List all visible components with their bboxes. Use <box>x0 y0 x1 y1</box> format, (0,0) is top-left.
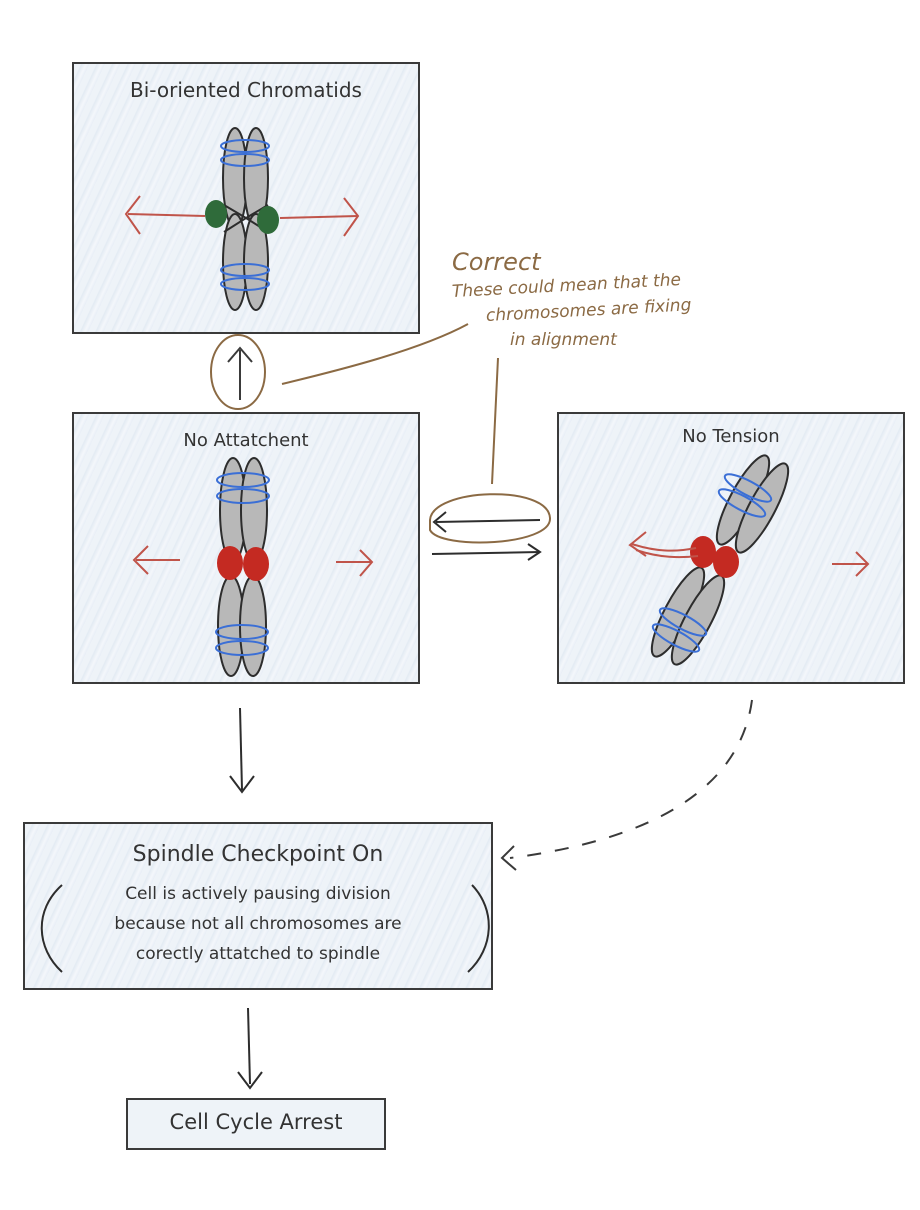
checkpoint-line-3: corectly attatched to spindle <box>135 944 381 964</box>
pull-arrow-right-no-tension <box>832 551 870 577</box>
dashed-arrow-head <box>500 845 517 871</box>
panel-title-no-tension: No Tension <box>682 426 780 447</box>
pull-arrow-right-no-attachment <box>336 549 374 577</box>
bi-oriented-chromosome <box>222 127 269 311</box>
kinetochore-attached-left <box>205 200 227 228</box>
checkpoint-title: Spindle Checkpoint On <box>132 842 384 867</box>
panel-title-bi-oriented: Bi-oriented Chromatids <box>130 78 362 102</box>
kinetochore-unattached-left <box>217 546 243 580</box>
annotation-line-3: in alignment <box>510 330 617 350</box>
kinetochore-unattached-right <box>243 547 269 581</box>
pull-arrow-left-no-tension <box>628 531 699 559</box>
parenthesis-close <box>467 884 490 973</box>
upward-arrow-to-bi-oriented <box>227 346 253 400</box>
annotation-heading: Correct <box>452 248 541 276</box>
pull-arrow-right-bi-oriented <box>279 197 360 237</box>
panel-title-no-attachment: No Attatchent <box>183 430 309 451</box>
annotation-pointer <box>491 357 499 485</box>
pull-arrow-left-no-attachment <box>132 545 180 575</box>
dashed-arrow-to-checkpoint <box>509 699 753 859</box>
kinetochore-attached-right <box>257 206 279 234</box>
kinetochore-no-tension-right <box>713 546 739 578</box>
cohesin-rings-bi-oriented <box>220 139 270 291</box>
arrow-to-outcome <box>237 1007 263 1090</box>
outcome-box: Cell Cycle Arrest <box>126 1098 386 1150</box>
annotation-loop-double-arrow <box>429 493 552 544</box>
arrow-to-checkpoint <box>229 707 255 794</box>
arrow-back-from-no-tension <box>432 511 541 533</box>
checkpoint-line-1: Cell is actively pausing division <box>125 884 391 904</box>
cohesin-rings-no-attachment <box>215 472 270 656</box>
cohesin-rings-no-tension <box>651 473 773 653</box>
annotation-connector <box>281 323 469 385</box>
outcome-label: Cell Cycle Arrest <box>169 1110 343 1134</box>
checkpoint-box: Spindle Checkpoint On Cell is actively p… <box>23 822 493 990</box>
annotation-loop-upward <box>210 334 266 410</box>
arrow-to-no-tension <box>431 543 542 561</box>
kinetochore-no-tension-left <box>690 536 716 568</box>
pull-arrow-left-bi-oriented <box>124 195 206 235</box>
parenthesis-open <box>40 884 63 973</box>
checkpoint-line-2: because not all chromosomes are <box>114 914 402 934</box>
